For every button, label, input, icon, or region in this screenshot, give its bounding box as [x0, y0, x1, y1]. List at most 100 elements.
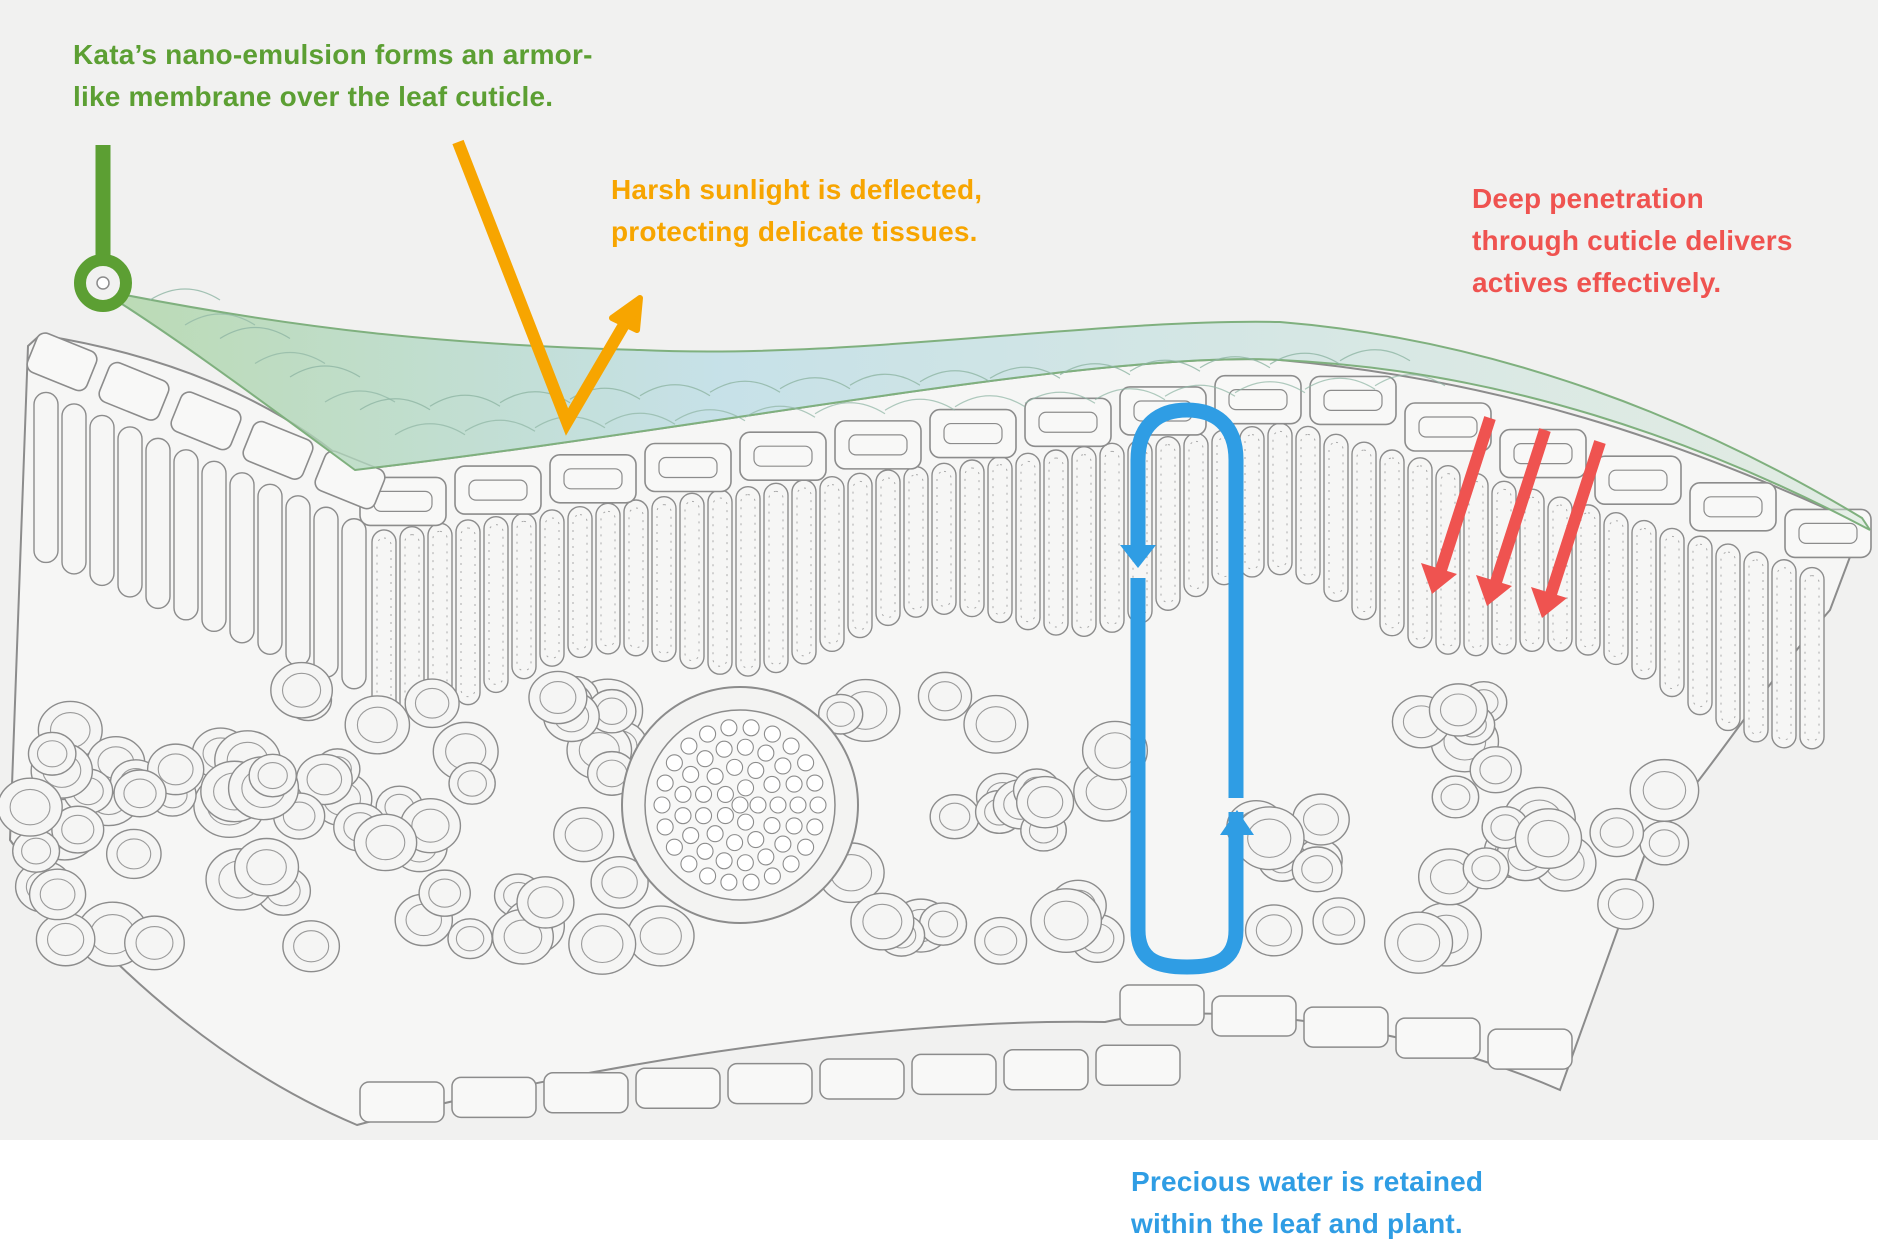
xylem-vessel [653, 796, 671, 814]
membrane-scale-pattern [149, 288, 1446, 436]
lower-epidermis-cell [1487, 1028, 1573, 1070]
spongy-cell-vacuole [564, 817, 603, 852]
spongy-mesophyll-layer [0, 661, 1700, 975]
palisade-cell [931, 462, 957, 615]
membrane-scale [1094, 388, 1166, 401]
spongy-cell-vacuole [365, 824, 406, 861]
spongy-cell [918, 902, 968, 946]
palisade-cell [847, 472, 873, 639]
membrane-scale [1164, 384, 1236, 397]
spongy-cell-vacuole [1471, 855, 1501, 882]
xylem-vessel [706, 767, 724, 785]
xylem-vessel [715, 740, 733, 758]
xylem-vessel [674, 807, 692, 825]
palisade-cell [201, 460, 227, 633]
lower-epidermis-cell [911, 1053, 997, 1096]
spongy-cell [1589, 807, 1645, 858]
membrane-scale [394, 423, 466, 436]
spongy-cell-vacuole [116, 838, 152, 870]
chloroplast-dots [796, 487, 812, 657]
spongy-cell [404, 678, 460, 729]
xylem-vessel [680, 855, 698, 873]
spongy-cell-vacuole [455, 925, 485, 952]
chloroplast-dots [1776, 567, 1792, 741]
spongy-cell [1639, 820, 1690, 866]
spongy-cell [568, 913, 637, 975]
spongy-cell [1244, 904, 1303, 957]
xylem-vessel [706, 825, 724, 843]
chloroplast-dots [852, 480, 868, 631]
palisade-cell [117, 426, 143, 598]
palisade-cell [1379, 449, 1405, 637]
epidermis-cell [1214, 374, 1302, 425]
spongy-cell-vacuole [1440, 783, 1471, 811]
membrane-scale [989, 366, 1061, 379]
spongy-cell-vacuole [414, 687, 450, 719]
xylem-vessel [694, 807, 713, 825]
palisade-cell [623, 499, 649, 657]
membrane-scale [744, 405, 816, 418]
xylem-vessel [774, 835, 792, 853]
spongy-cell [12, 829, 61, 873]
palisade-cell [1799, 566, 1825, 750]
penetration-arrow-head [1476, 575, 1512, 606]
epidermis-cell [1594, 455, 1682, 506]
spongy-cell-vacuole [938, 802, 971, 831]
penetration-arrow-shaft [1435, 416, 1496, 572]
membrane-scale [1059, 363, 1131, 376]
palisade-cell [595, 502, 621, 655]
membrane-scale [184, 313, 256, 326]
spongy-cell-vacuole [282, 801, 316, 831]
spongy-cell-vacuole [862, 903, 903, 940]
spongy-cell-vacuole [580, 925, 624, 964]
spongy-cell [105, 828, 162, 880]
palisade-cell [455, 519, 481, 706]
xylem-vessel [742, 873, 760, 891]
membrane-scale [849, 373, 921, 386]
membrane-scale [604, 412, 676, 425]
xylem-vessel [785, 775, 803, 793]
spongy-cell-vacuole [1648, 829, 1680, 857]
spongy-cell-vacuole [39, 878, 76, 911]
palisade-cell [1603, 512, 1629, 666]
palisade-cell [61, 403, 87, 575]
spongy-cell [1291, 846, 1343, 893]
spongy-cell [1428, 683, 1489, 737]
chloroplast-dots [1692, 543, 1708, 708]
spongy-cell [35, 912, 96, 967]
xylem-vessel [682, 826, 700, 845]
spongy-cell [1384, 911, 1454, 974]
xylem-vessel [797, 754, 815, 772]
epidermis-cell [26, 332, 98, 392]
palisade-cell [313, 506, 339, 678]
spongy-cell-vacuole [61, 814, 95, 845]
spongy-cell-vacuole [306, 763, 343, 796]
palisade-cell [1407, 457, 1433, 649]
palisade-cell [707, 489, 733, 675]
chloroplast-dots [880, 477, 896, 618]
spongy-cell-vacuole [1479, 755, 1513, 785]
palisade-cell [791, 479, 817, 665]
spongy-cell-vacuole [1301, 855, 1334, 884]
chloroplast-dots [992, 464, 1008, 616]
spongy-cell-vacuole [46, 922, 85, 957]
spongy-cell-vacuole [639, 917, 682, 955]
xylem-vessel [763, 867, 781, 885]
chloroplast-dots [1720, 551, 1736, 723]
xylem-vessel [696, 842, 714, 860]
membrane-scale [324, 390, 396, 403]
spongy-cell-vacuole [1043, 900, 1089, 941]
xylem-vessel [757, 744, 775, 762]
epidermis-cell-nucleus [1418, 416, 1478, 438]
penetration-arrow-head [1421, 563, 1457, 594]
chloroplast-dots [1272, 430, 1288, 568]
epidermis-cell [454, 465, 542, 515]
spongy-cell [1312, 897, 1366, 945]
palisade-cell-layer [33, 391, 1825, 750]
epidermis-cell [1024, 397, 1112, 448]
xylem-vessel [757, 848, 775, 866]
epidermis-cell [929, 408, 1017, 459]
spongy-cell [447, 918, 493, 960]
spongy-cell-vacuole [527, 886, 564, 919]
chloroplast-dots [1384, 457, 1400, 629]
